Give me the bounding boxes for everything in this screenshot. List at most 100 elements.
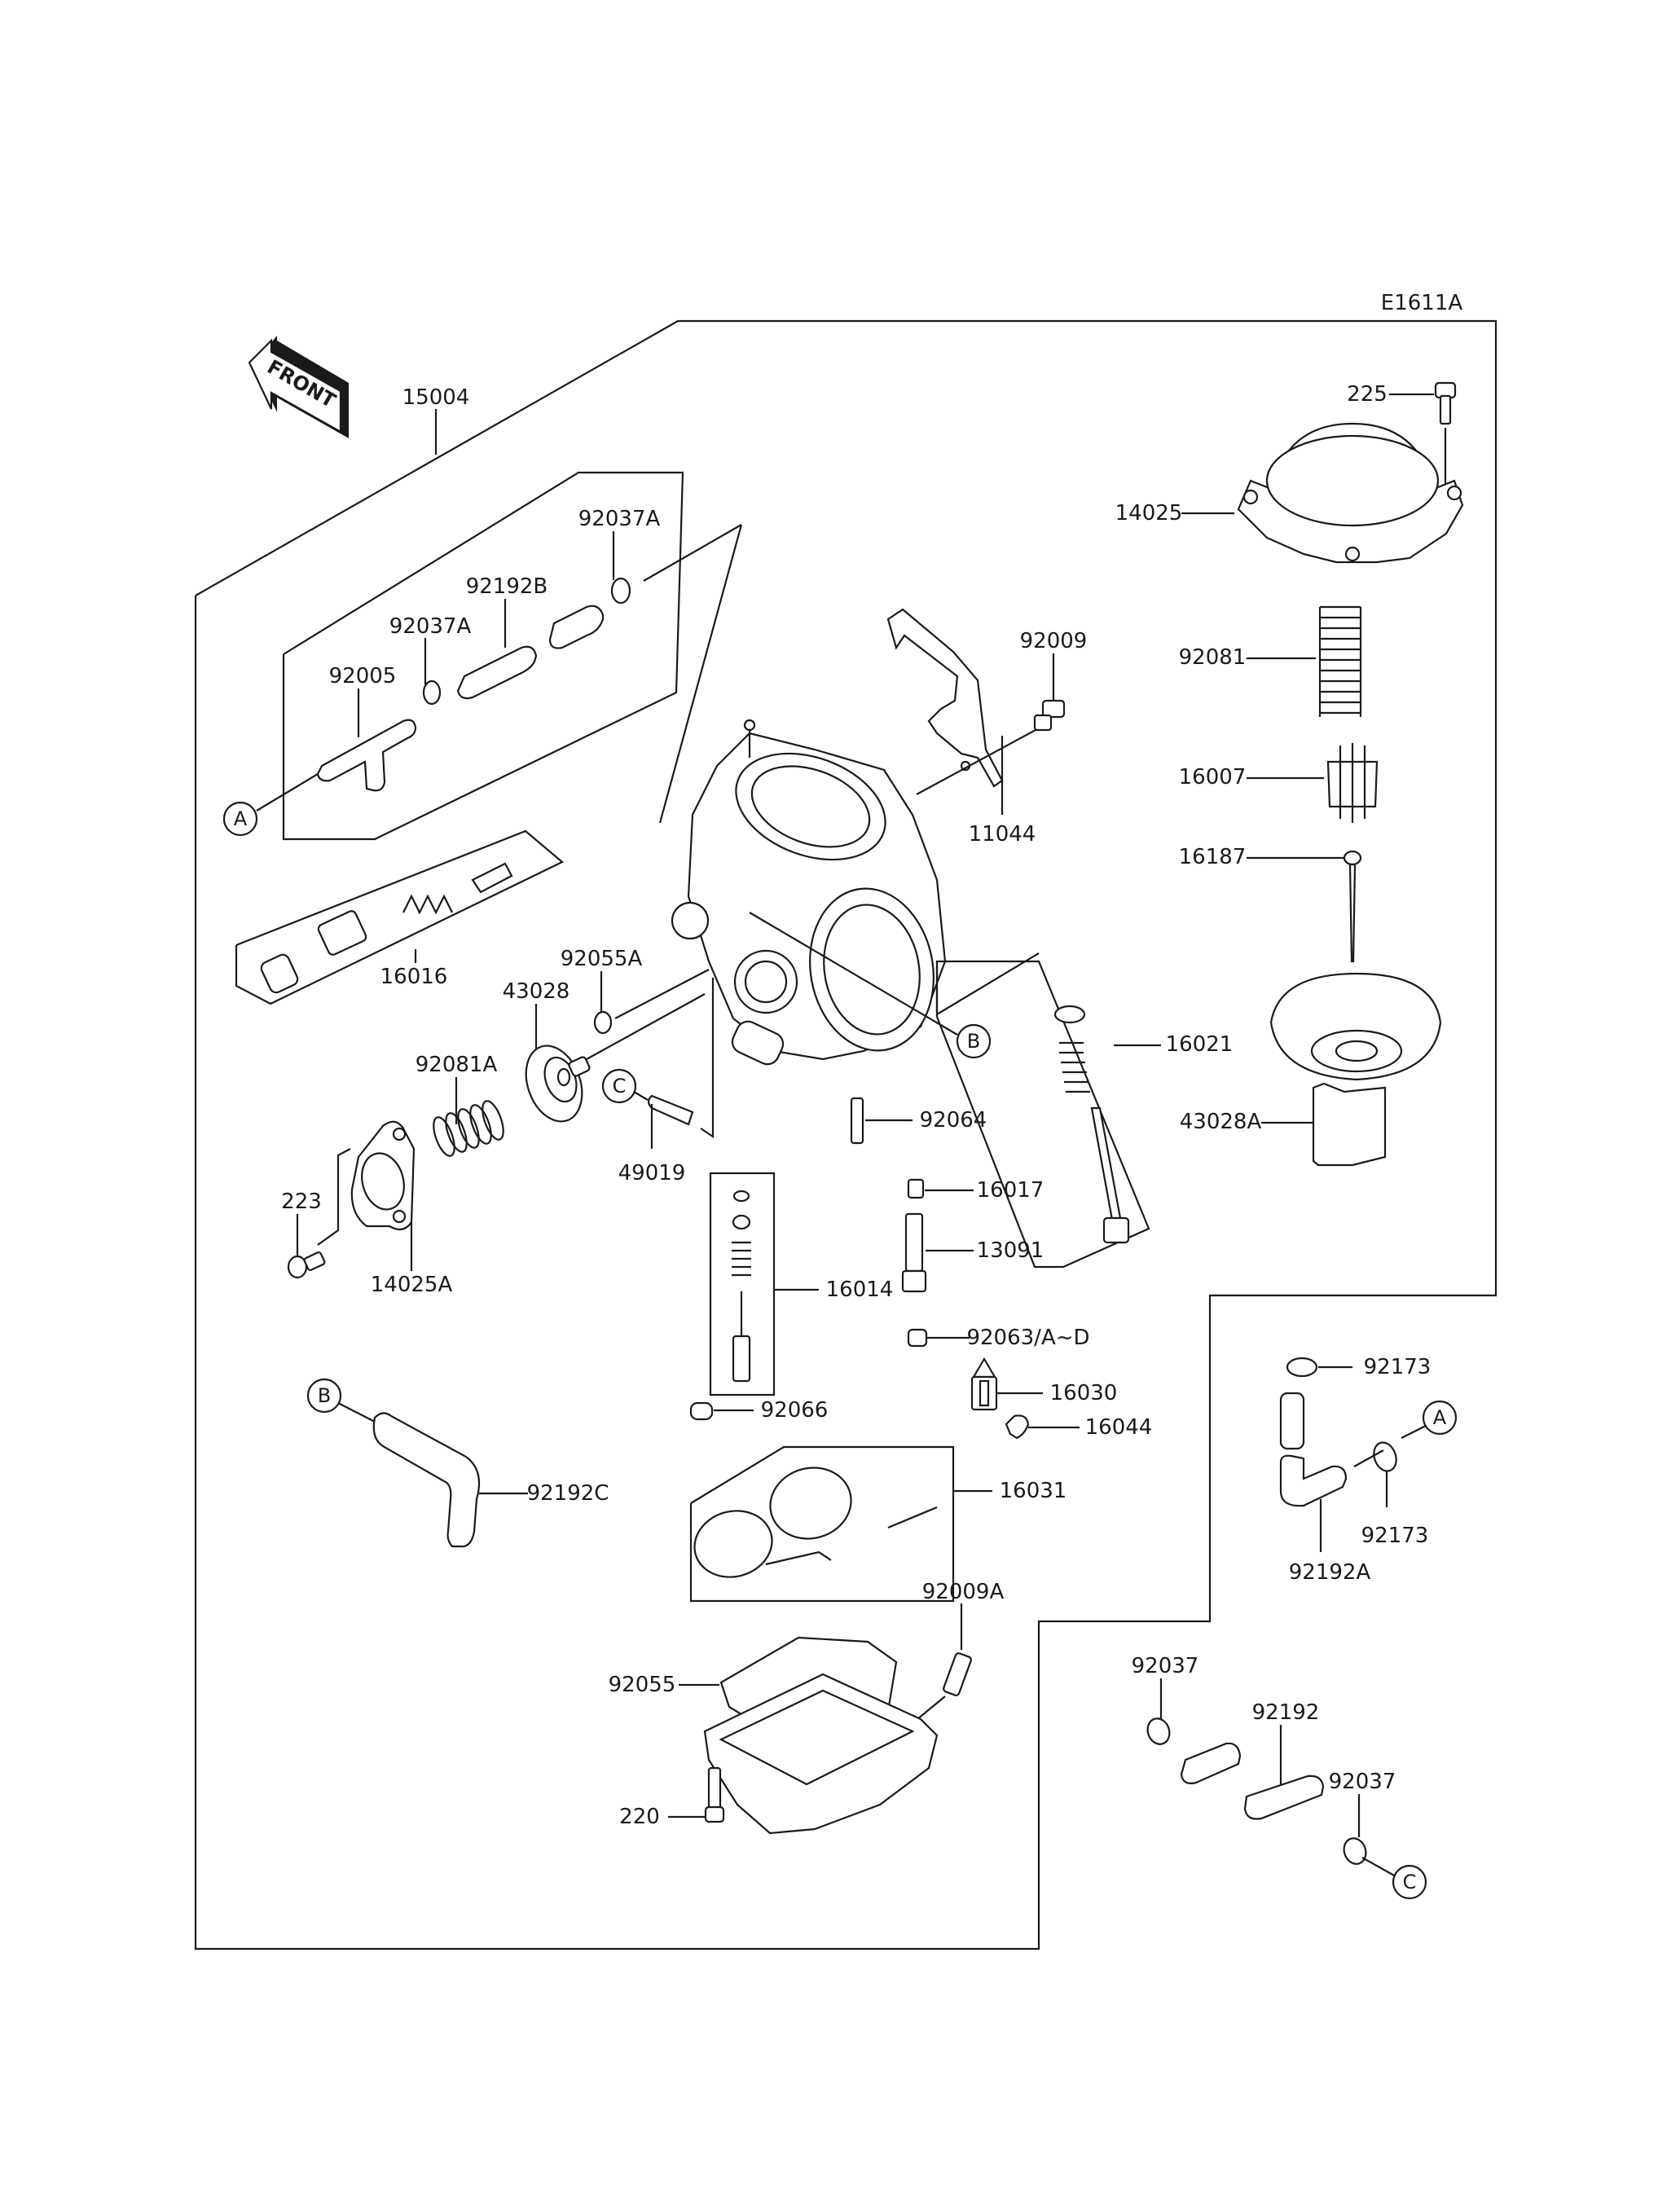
pilot-screw-icon [260,862,513,994]
callout-16017: 16017 [977,1178,1045,1203]
subgroup-outline-16031 [689,1445,955,1603]
hose-clamp-icon [1286,1357,1318,1378]
plug-icon [689,1401,714,1421]
callout-92192A: 92192A [1289,1560,1371,1585]
float-valve-icon [970,1357,998,1411]
svg-text:A: A [234,807,248,830]
jet-holder-icon [907,1178,925,1199]
reference-marker-B: B [956,1023,992,1059]
callout-92064: 92064 [920,1108,987,1132]
needle-holder-icon [1326,743,1379,823]
elbow-hose-icon [1279,1454,1348,1507]
callout-14025: 14025 [1115,501,1183,526]
starter-plunger-icon [732,1190,751,1383]
subgroup-outline-hoses [282,471,684,841]
subgroup-outline-16014 [709,1172,776,1396]
leader-49019-axis [700,978,715,1139]
needle-jet-assembly-icon [1053,1005,1130,1244]
hose-clamp-icon [1146,1717,1171,1745]
needle-jet-icon [901,1212,927,1293]
float-icon [693,1467,938,1578]
check-valve-icon [647,1094,694,1126]
callout-11044: 11044 [969,822,1036,847]
reference-marker-B-2: B [306,1378,342,1414]
callout-43028: 43028 [503,979,570,1004]
callout-225: 225 [1347,382,1388,407]
leader-hose-to-body [658,524,743,824]
o-ring-icon [593,1010,613,1035]
callout-220: 220 [619,1805,660,1829]
screw-icon [287,1251,326,1279]
callout-16007: 16007 [1179,765,1247,789]
svg-text:B: B [967,1030,980,1053]
callout-92173-lower: 92173 [1361,1524,1429,1548]
reference-marker-C-2: C [1392,1864,1427,1900]
callout-92037A-upper: 92037A [578,507,661,531]
callout-92173-upper: 92173 [1364,1355,1432,1379]
callout-16031: 16031 [1000,1479,1067,1503]
callout-15004: 15004 [402,385,470,410]
callout-14025A: 14025A [371,1273,453,1297]
callout-13091: 13091 [977,1238,1045,1263]
callout-16044: 16044 [1085,1415,1153,1440]
callout-92055A: 92055A [561,947,643,971]
subgroup-outline-16016 [235,829,565,1005]
reference-marker-A-2: A [1422,1400,1458,1436]
assembly-outline [194,319,1497,1951]
leader-16021-axis [936,952,1040,1015]
reference-marker-A: A [222,801,258,837]
hose-icon [1180,1742,1325,1820]
callout-16187: 16187 [1179,845,1247,869]
leader-92009-axis [916,724,1045,795]
hose-clamp-icon [610,577,631,605]
svg-text:C: C [613,1075,627,1097]
leader-hose-connector [643,524,742,582]
callout-92192C: 92192C [527,1481,609,1506]
callout-92005: 92005 [329,664,397,688]
screw-icon [1434,381,1457,425]
main-jet-icon [907,1328,928,1348]
leader-43028-axis [586,993,706,1060]
float-bowl-icon [703,1673,939,1835]
callout-92063: 92063/A~D [966,1326,1089,1350]
screw-icon [704,1766,725,1823]
carburetor-body-icon [671,719,947,1066]
callout-16021: 16021 [1166,1032,1234,1057]
hose-icon [456,645,538,700]
screw-icon [1033,699,1066,732]
diagram-code: E1611A [1381,291,1463,315]
svg-text:A: A [1433,1406,1447,1429]
callout-92037-right: 92037 [1329,1770,1396,1794]
throttle-bracket-icon [886,608,1004,788]
callout-92009: 92009 [1020,629,1088,653]
t-fitting-icon [316,719,417,792]
diaphragm-slide-icon [1269,972,1442,1167]
screw-icon [850,1097,864,1145]
spring-icon [1318,605,1362,717]
front-arrow-icon: FRONT [248,336,349,438]
clip-icon [1005,1414,1030,1440]
hose-icon [548,605,605,649]
callout-16014: 16014 [826,1278,894,1302]
callout-92192: 92192 [1252,1700,1320,1725]
reference-marker-C: C [601,1068,637,1104]
accelerator-pump-cover-icon [350,1120,416,1231]
leader-92055A-axis [614,969,710,1019]
callout-92192B: 92192B [466,574,548,599]
callout-16030: 16030 [1050,1381,1118,1405]
jet-needle-icon [1343,850,1362,963]
callout-92037-left: 92037 [1132,1654,1199,1678]
leader-ref-B [749,912,958,1036]
callout-43028A: 43028A [1180,1110,1262,1134]
drain-screw-icon [943,1652,972,1696]
diaphragm-icon [525,1045,591,1123]
callout-16016: 16016 [380,965,448,989]
callout-92055: 92055 [609,1673,676,1697]
hose-clamp-icon [1373,1441,1397,1472]
svg-text:C: C [1403,1871,1417,1893]
callout-92066: 92066 [761,1398,829,1423]
hose-clamp-icon [1343,1837,1367,1865]
callout-92081: 92081 [1179,645,1247,670]
